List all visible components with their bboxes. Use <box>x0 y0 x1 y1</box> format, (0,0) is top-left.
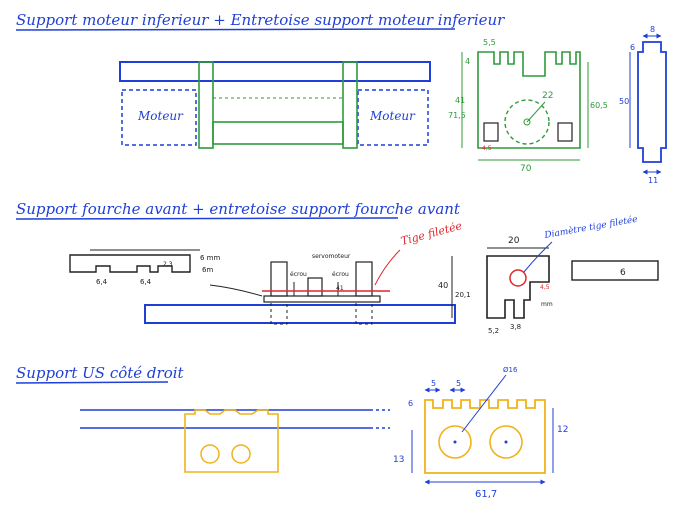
section2-title: Support fourche avant + entretoise suppo… <box>16 200 461 218</box>
plate-radius <box>526 101 546 123</box>
diameter-pointer <box>523 241 553 273</box>
fork-side-part <box>486 255 550 319</box>
dim-part-b2: 3,8 <box>510 323 521 331</box>
us-hole-left <box>438 425 472 459</box>
plate-center <box>523 118 531 126</box>
servo-body <box>307 277 323 297</box>
dim-left-height: 71,5 <box>448 111 466 120</box>
green-spacer <box>212 121 344 145</box>
us-hole-front-left <box>200 444 220 464</box>
dim-block-thick: 6 mm <box>200 254 220 262</box>
fork-bar <box>144 304 456 324</box>
dim-width: 70 <box>520 164 532 174</box>
dim-part-mm: mm <box>541 301 553 308</box>
green-plate <box>477 51 581 149</box>
dim-center: 22 <box>542 91 553 101</box>
us-support-front <box>184 409 279 473</box>
nut-label-2: écrou <box>332 271 349 278</box>
servo-label: servomoteur <box>312 253 351 260</box>
dim-part-h1: 40 <box>438 281 448 290</box>
dim-b3: 2,3 <box>163 261 173 268</box>
dim-block-height: 6m <box>202 266 213 274</box>
dim-profile-left: 6 <box>630 43 635 52</box>
dim-us-right: 12 <box>557 425 568 435</box>
dim-small: 4 <box>465 57 470 66</box>
dim-left-inner: 41 <box>455 96 465 105</box>
motor-right <box>357 89 429 146</box>
dim-profile-bottom: 11 <box>648 176 658 185</box>
section1-underline <box>15 28 456 31</box>
side-profile <box>637 41 667 163</box>
diameter-label: Diamètre tige filetée <box>543 214 639 241</box>
motor-left-label: Moteur <box>137 109 184 123</box>
dim-profile-top: 8 <box>650 25 655 34</box>
motor-left <box>121 89 197 146</box>
dim-us-diam: Ø16 <box>503 366 518 374</box>
green-support-left <box>198 61 214 149</box>
plate-hole <box>504 99 550 145</box>
fork-spacer-block <box>69 254 191 273</box>
diam-pointer <box>461 374 507 433</box>
dim-part-r: 4,5 <box>540 284 550 291</box>
section1-title: Support moteur inferieur + Entretoise su… <box>16 11 505 29</box>
plate-slot-left <box>483 122 499 142</box>
dim-us-d2: 5 <box>456 379 461 388</box>
dim-top-gap: 5,5 <box>483 38 496 47</box>
dim-s: 41 <box>336 285 344 292</box>
us-hole-front-right <box>231 444 251 464</box>
us-support-detail <box>424 399 546 474</box>
section2-underline <box>15 217 399 220</box>
upright-hidden-right <box>355 301 373 325</box>
upright-hidden-left <box>270 301 288 325</box>
plate-slot-right <box>557 122 573 142</box>
dim-part-b1: 5,2 <box>488 327 499 335</box>
us-hole-right-center <box>504 440 508 444</box>
dim-part-top: 20 <box>508 236 520 246</box>
section3-underline <box>15 381 169 384</box>
dim-us-d3: 6 <box>408 399 413 408</box>
rod-pointer <box>374 249 401 286</box>
assembly-upright-left <box>270 261 288 297</box>
section3-title: Support US côté droit <box>16 364 185 382</box>
us-hole-left-center <box>453 440 457 444</box>
dim-small2: 4,5 <box>482 145 492 152</box>
dim-us-d1: 5 <box>431 379 436 388</box>
us-hole-right <box>489 425 523 459</box>
dim-right-height: 60,5 <box>590 101 608 110</box>
dim-us-left: 13 <box>393 455 404 465</box>
dim-spacer: 6 <box>620 268 626 278</box>
assembly-base <box>263 295 381 303</box>
dim-us-width: 61,7 <box>475 489 497 500</box>
motor-bar <box>119 61 431 82</box>
dim-b1: 6,4 <box>96 278 108 286</box>
spacer-rect <box>571 260 659 281</box>
assembly-upright-right <box>355 261 373 297</box>
dim-part-h2: 20,1 <box>455 291 471 299</box>
rod-label: Tige filetée <box>399 219 463 248</box>
dim-b2: 6,4 <box>140 278 152 286</box>
green-support-right <box>342 61 358 149</box>
dim-profile-height: 50 <box>619 97 629 106</box>
nut-label-1: écrou <box>290 271 307 278</box>
block-pointer <box>209 284 263 297</box>
rod-hole <box>509 269 527 287</box>
motor-right-label: Moteur <box>369 109 416 123</box>
